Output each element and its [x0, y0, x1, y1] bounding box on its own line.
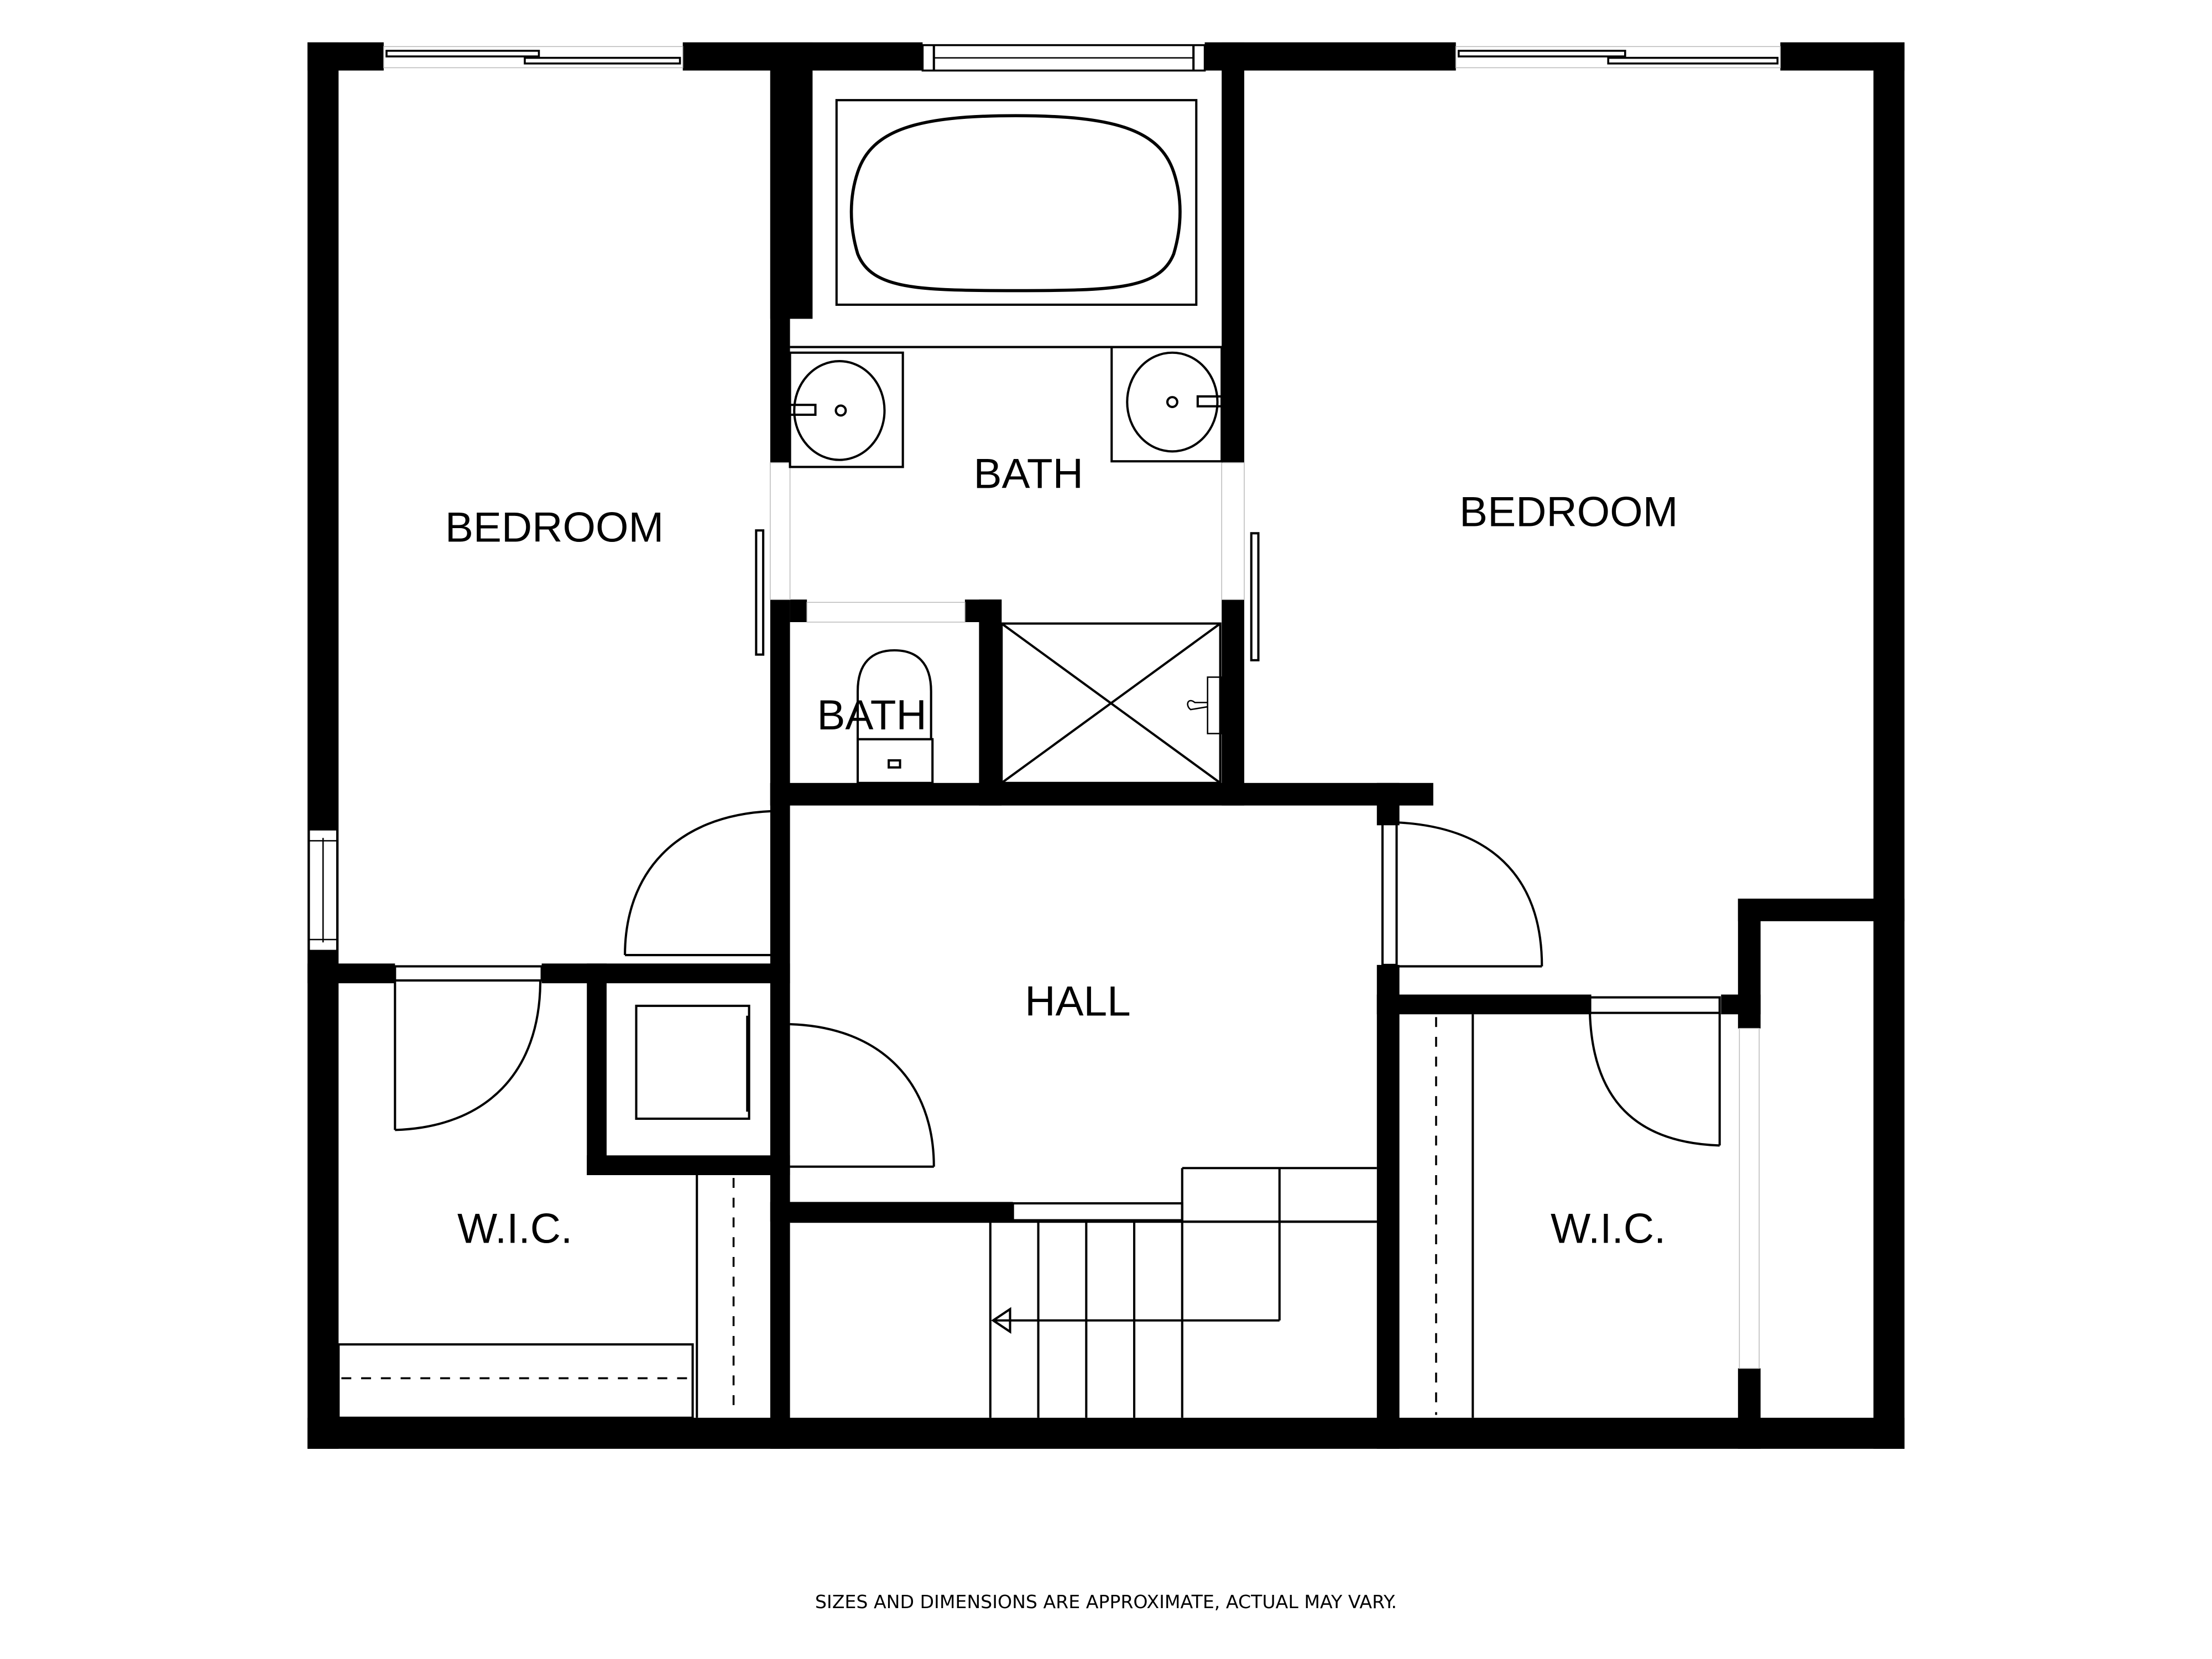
room-label-hall: HALL	[1025, 978, 1130, 1025]
stairs	[790, 1167, 1377, 1418]
room-label-bedroom-right: BEDROOM	[1459, 489, 1678, 536]
window-bedroom-right	[1455, 46, 1781, 69]
room-label-wic-right: W.I.C.	[1551, 1205, 1666, 1252]
window-bath	[921, 44, 1206, 72]
room-label-wic-left: W.I.C.	[457, 1205, 572, 1252]
washer-dryer	[635, 1004, 750, 1120]
door-wic-left[interactable]	[394, 965, 543, 1131]
disclaimer-text: SIZES AND DIMENSIONS ARE APPROXIMATE, AC…	[815, 1591, 1397, 1613]
room-label-bath-small: BATH	[817, 692, 926, 739]
openings	[770, 462, 1760, 1369]
door-bedroom-left[interactable]	[624, 808, 787, 957]
interior-walls	[307, 42, 1905, 1449]
door-bedroom-right[interactable]	[1381, 821, 1543, 968]
door-laundry[interactable]	[770, 1023, 935, 1168]
stair-direction-arrow-icon	[991, 1307, 1011, 1334]
bathtub	[835, 99, 1198, 306]
pocket-door-right[interactable]	[1250, 532, 1260, 661]
windows	[307, 44, 1781, 952]
toilet	[856, 649, 934, 784]
window-bedroom-left-side	[307, 828, 338, 952]
sink-left	[789, 351, 904, 468]
room-label-bath-main: BATH	[973, 451, 1083, 498]
closet-shelves-right	[1435, 1014, 1474, 1418]
room-label-bedroom-left: BEDROOM	[445, 504, 664, 551]
sink-right	[1110, 346, 1223, 463]
pocket-door-left[interactable]	[755, 529, 765, 656]
door-wic-right[interactable]	[1588, 996, 1721, 1147]
window-bedroom-left	[383, 46, 684, 69]
shower	[1000, 622, 1223, 784]
